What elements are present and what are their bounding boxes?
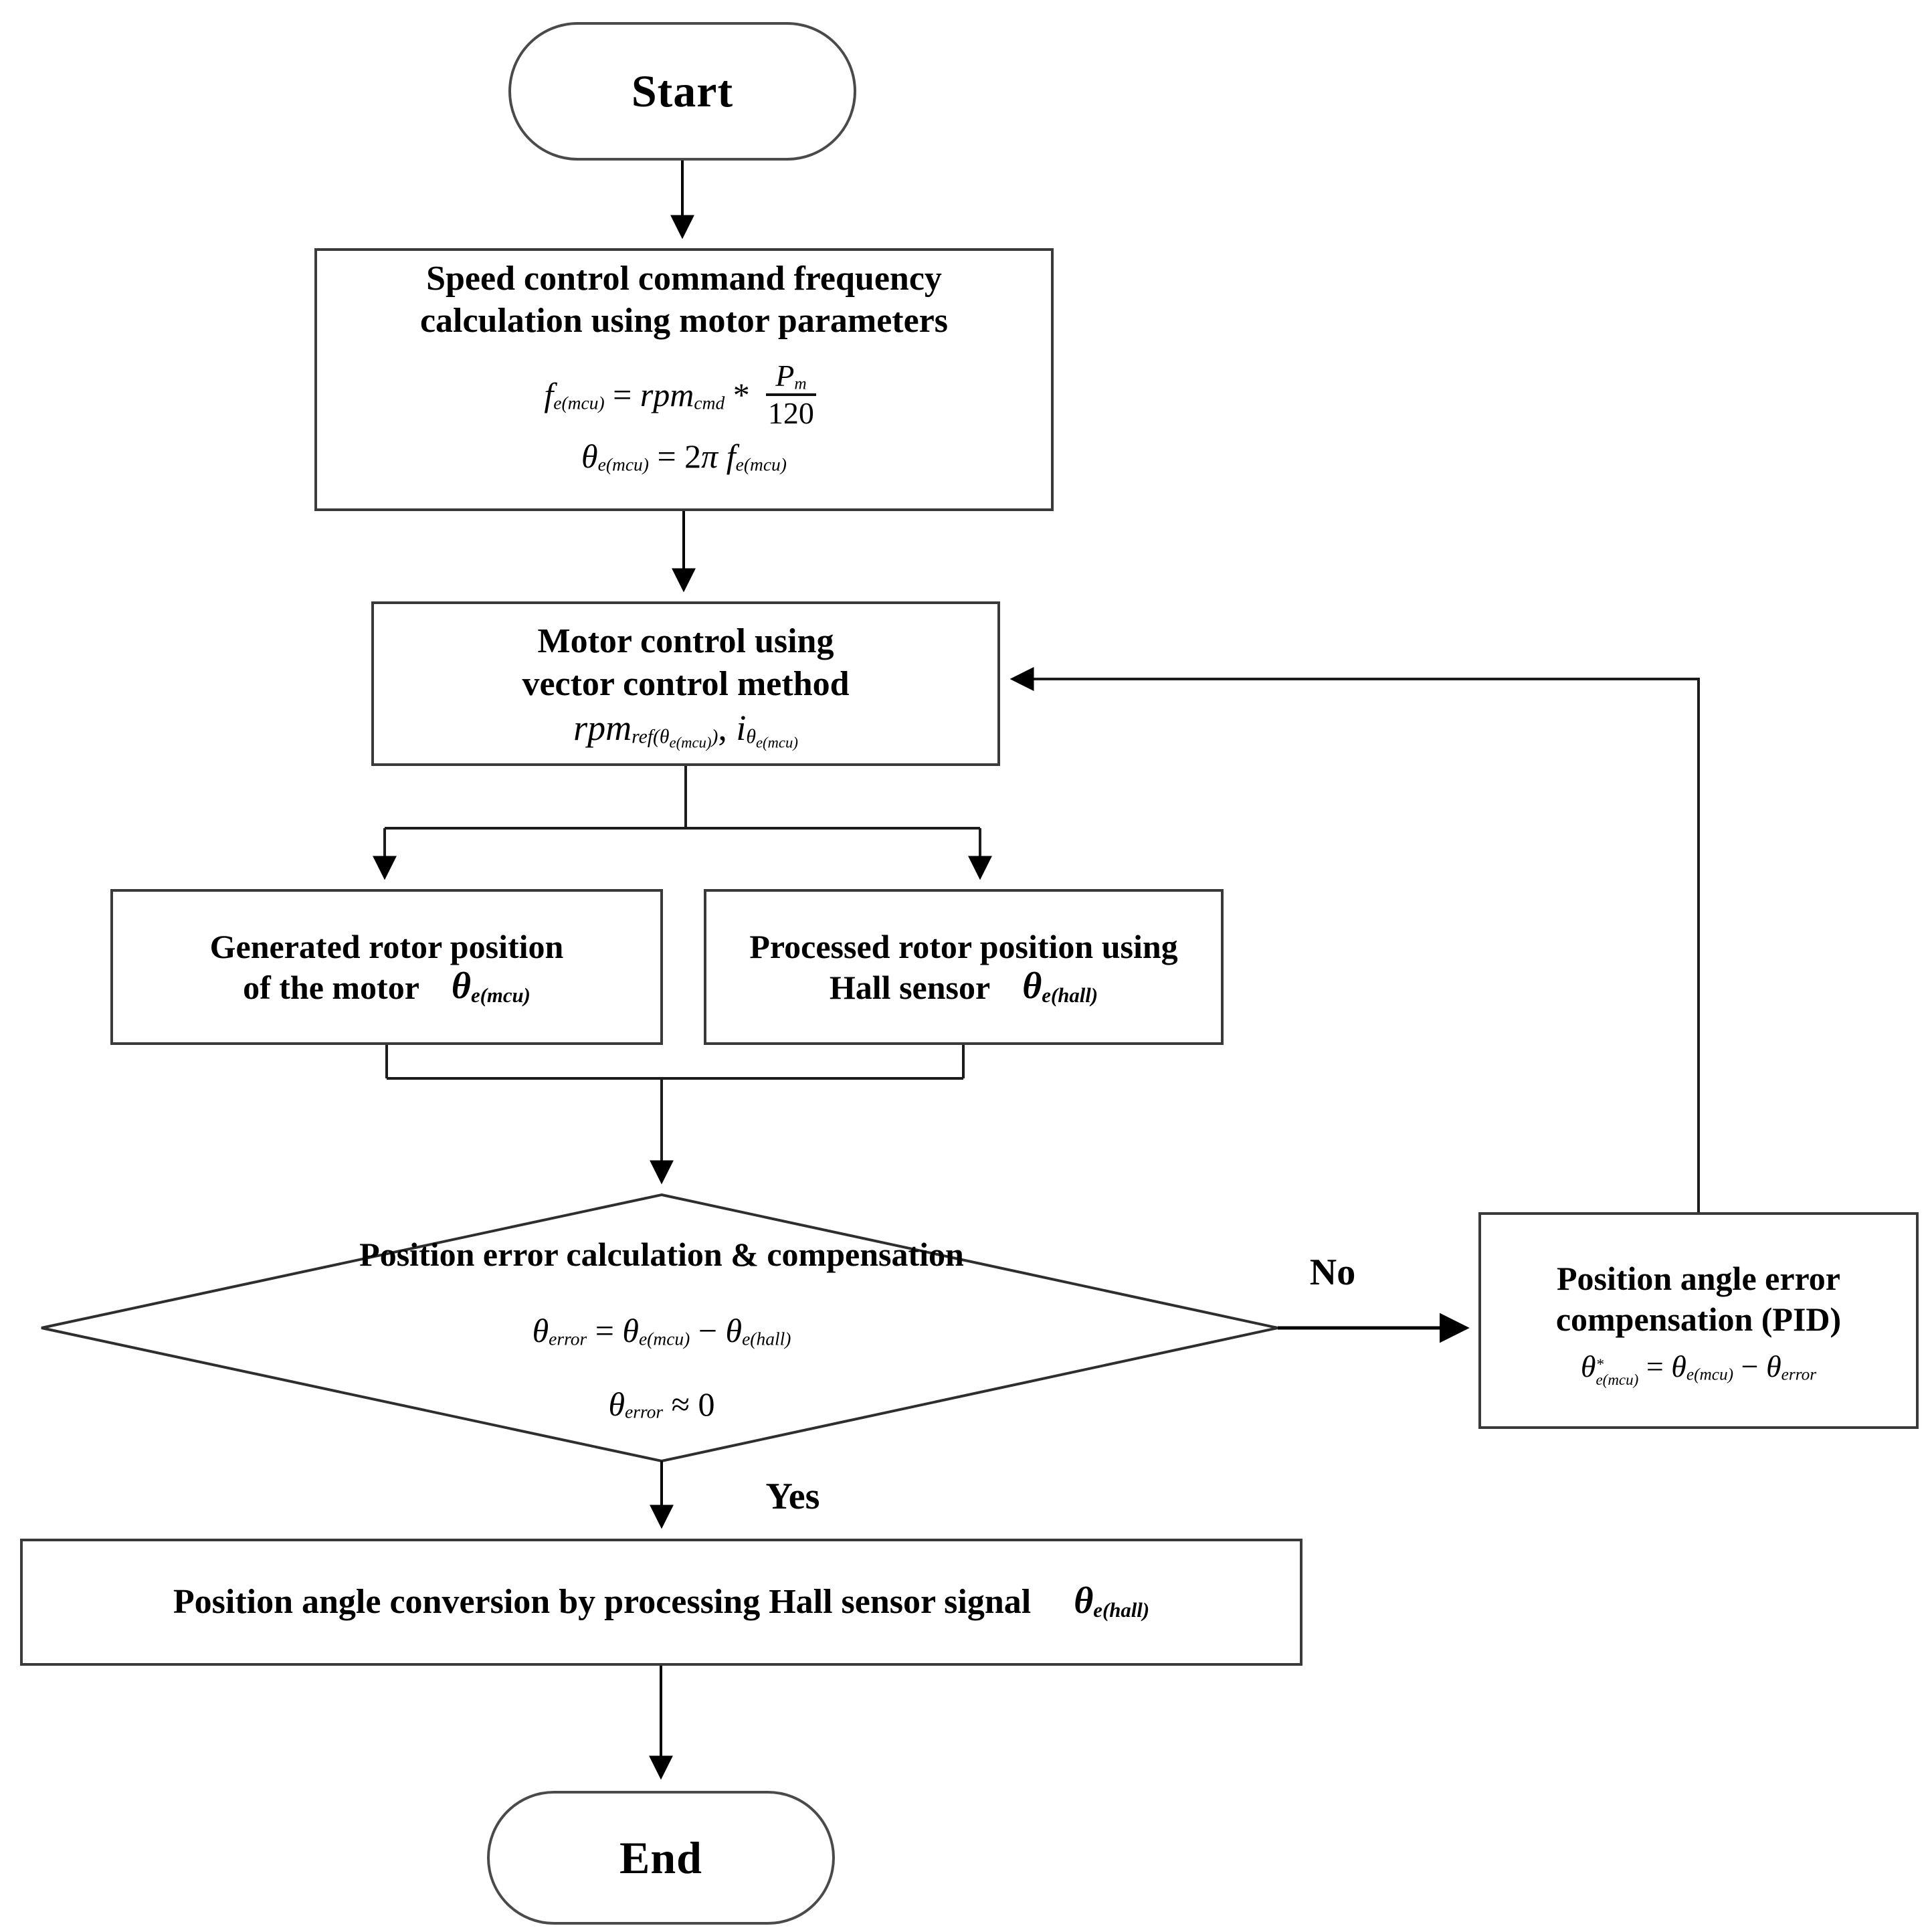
- start-label: Start: [631, 66, 734, 116]
- conversion-title: Position angle conversion by processing …: [173, 1583, 1032, 1622]
- pid-title: Position angle error compensation (PID): [1556, 1258, 1841, 1340]
- motor-control-title: Motor control using vector control metho…: [522, 620, 849, 705]
- process-hall-rotor-position: Processed rotor position using Hall sens…: [704, 889, 1224, 1045]
- end-label: End: [619, 1832, 702, 1883]
- pid-title-line1: Position angle error: [1557, 1259, 1840, 1297]
- gen-rotor-title-line1: Generated rotor position: [209, 927, 564, 965]
- motor-control-title-line2: vector control method: [522, 664, 850, 703]
- speed-calc-title-line2: calculation using motor parameters: [419, 302, 949, 341]
- conversion-line: Position angle conversion by processing …: [173, 1581, 1149, 1623]
- no-label: No: [1309, 1252, 1356, 1293]
- hall-rotor-title-text: Hall sensor: [829, 968, 991, 1006]
- feedback-line-pid-to-motor-control: [1009, 667, 1700, 1212]
- gen-rotor-title-text: of the motor: [243, 968, 419, 1006]
- start-node: Start: [508, 22, 856, 161]
- speed-calc-title: Speed control command frequency calculat…: [420, 258, 948, 343]
- end-node: End: [487, 1791, 835, 1925]
- speed-calc-title-line1: Speed control command frequency: [426, 260, 942, 298]
- decision-node: Position error calculation & compensatio…: [260, 1234, 1063, 1422]
- motor-control-title-line1: Motor control using: [537, 622, 834, 661]
- process-speed-calc: Speed control command frequency calculat…: [314, 248, 1054, 511]
- process-pid-compensation: Position angle error compensation (PID) …: [1478, 1212, 1919, 1429]
- process-motor-control: Motor control using vector control metho…: [371, 601, 1000, 766]
- process-angle-conversion: Position angle conversion by processing …: [20, 1539, 1302, 1666]
- pid-title-line2: compensation (PID): [1555, 1300, 1842, 1338]
- decision-title: Position error calculation & compensatio…: [359, 1236, 964, 1273]
- yes-label: Yes: [765, 1476, 820, 1517]
- hall-rotor-title-line1: Processed rotor position using: [749, 927, 1178, 965]
